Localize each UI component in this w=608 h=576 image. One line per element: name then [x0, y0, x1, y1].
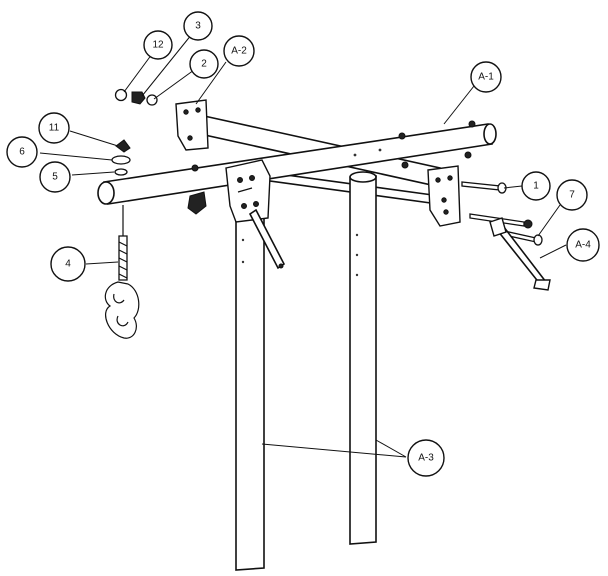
- bracket-right: [427, 165, 461, 227]
- top-beam-a1: [97, 120, 497, 205]
- front-leg-a3: [235, 213, 265, 571]
- callout-7: 7: [556, 179, 588, 211]
- callout-11-label: 11: [49, 123, 60, 134]
- callout-1-label: 1: [533, 181, 539, 192]
- callout-a2-label: A-2: [231, 46, 247, 57]
- callout-a2: A-2: [223, 35, 255, 67]
- callout-1: 1: [521, 171, 551, 201]
- callout-5-label: 5: [52, 172, 58, 183]
- callout-12-label: 12: [152, 40, 164, 51]
- callout-a1-label: A-1: [478, 72, 494, 83]
- callout-a3-label: A-3: [418, 453, 434, 464]
- hardware-left: [111, 139, 131, 176]
- callout-2-label: 2: [201, 59, 207, 70]
- callout-4-label: 4: [65, 259, 71, 270]
- leader-lines: [39, 28, 567, 458]
- rear-leg-a3: [349, 171, 377, 545]
- center-bracket: [225, 159, 271, 223]
- callout-3-label: 3: [195, 21, 201, 32]
- callout-a3: A-3: [407, 439, 445, 477]
- callout-6-label: 6: [19, 147, 25, 158]
- callout-2: 2: [189, 49, 219, 79]
- swing-hanger-4: [104, 205, 140, 339]
- callout-a4: A-4: [566, 228, 600, 262]
- callout-7-label: 7: [569, 190, 575, 201]
- callout-11: 11: [38, 112, 70, 144]
- diagonal-brace-a4: [489, 217, 551, 291]
- bracket-a2: [175, 99, 209, 151]
- callout-a1: A-1: [470, 61, 502, 93]
- bolt-1: [461, 181, 507, 194]
- callout-12: 12: [143, 30, 173, 60]
- callout-3: 3: [183, 11, 213, 41]
- callout-a4-label: A-4: [575, 240, 591, 251]
- callout-6: 6: [6, 136, 38, 168]
- callout-4: 4: [50, 246, 86, 282]
- callout-5: 5: [39, 161, 71, 193]
- hardware-top: [114, 88, 158, 106]
- front-diagonal-brace: [248, 208, 286, 270]
- clamp-hook: [187, 191, 207, 215]
